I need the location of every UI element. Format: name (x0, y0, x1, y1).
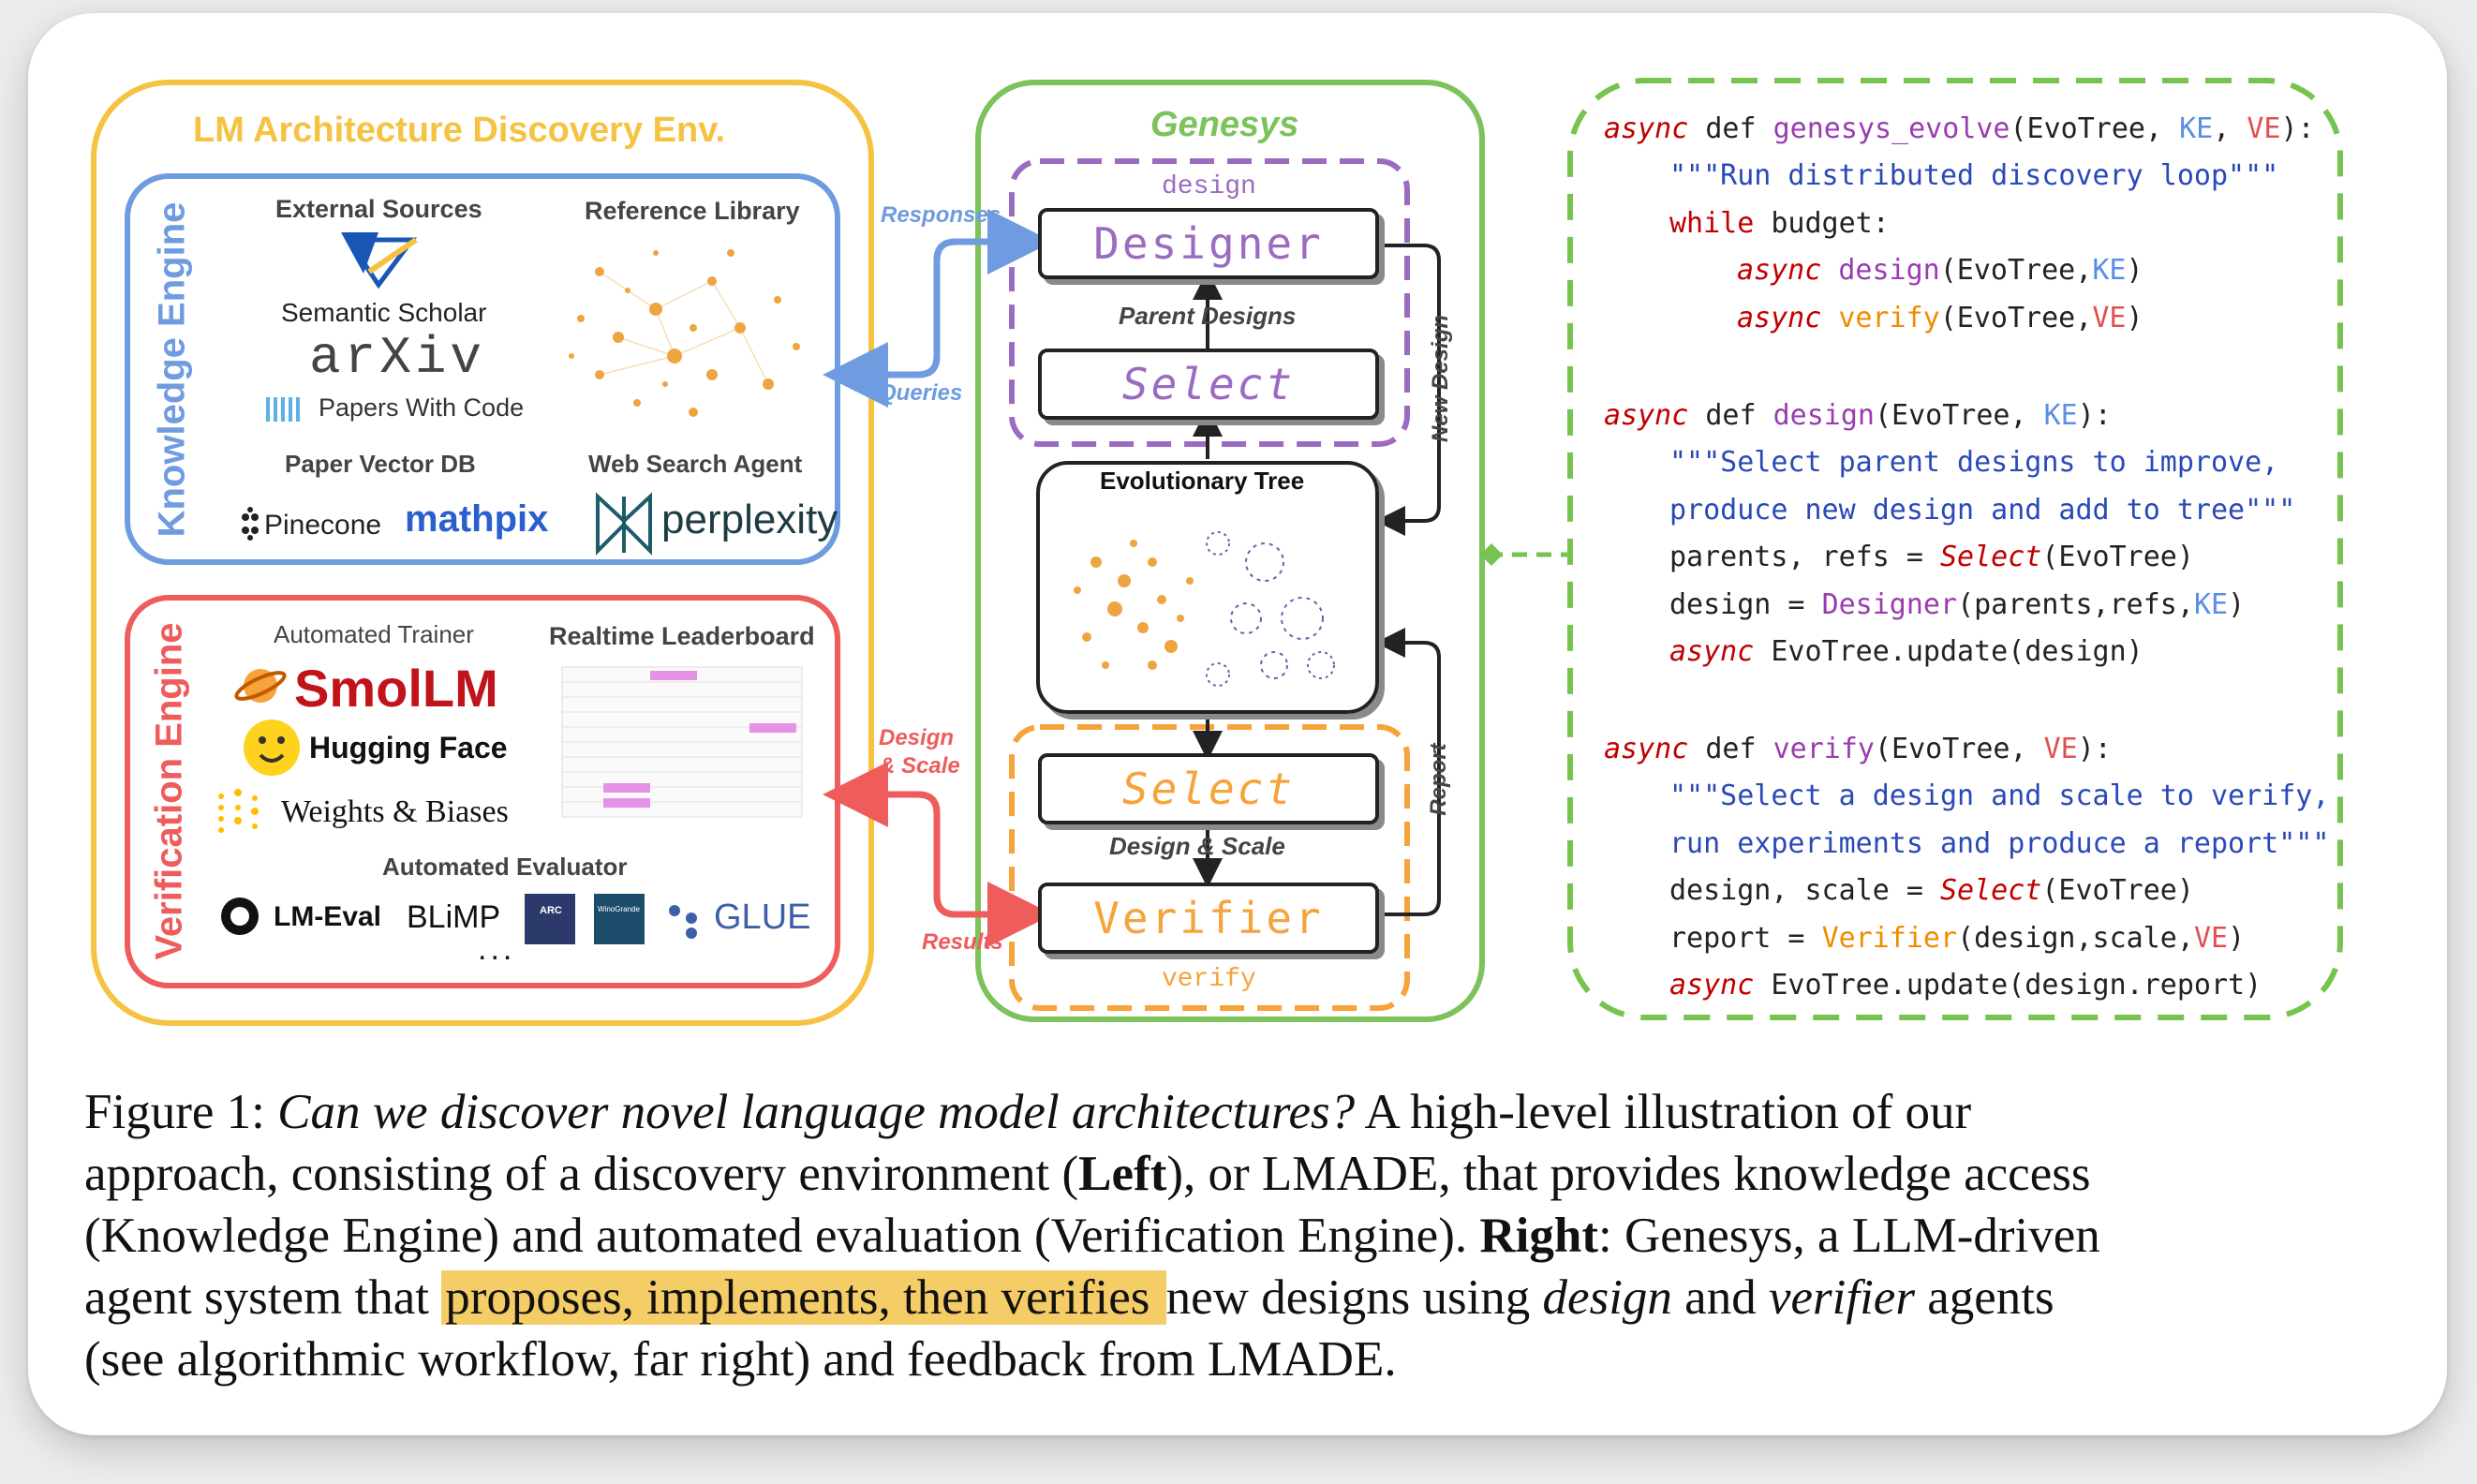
glue-icon (669, 905, 697, 939)
responses-arrow (917, 209, 1053, 378)
lm-eval-logo: LM-Eval (274, 901, 382, 932)
automated-evaluator-label: Automated Evaluator (382, 853, 628, 881)
verifier-box[interactable]: Verifier (1038, 883, 1379, 954)
verification-engine-title: Verification Engine (148, 622, 190, 960)
smollm-icon (234, 669, 287, 703)
blimp-logo: BLiMP (407, 899, 501, 935)
designer-box[interactable]: Designer (1038, 208, 1379, 279)
report-label: Report (1426, 743, 1451, 816)
web-search-agent-label: Web Search Agent (588, 450, 803, 478)
caption-highlight: proposes, implements, then verifies (441, 1270, 1166, 1325)
code-line-14: run experiments and produce a report""" (1669, 827, 2330, 860)
code-line-15: design, scale = Select(EvoTree) (1669, 874, 2194, 907)
design-scale-internal-label: Design & Scale (1109, 832, 1285, 860)
pinecone-logo: Pinecone (264, 510, 382, 541)
more-ellipsis: ... (478, 931, 516, 967)
weights-biases-icon (218, 789, 259, 833)
papers-with-code-icon (266, 397, 300, 422)
code-line-11: async EvoTree.update(design) (1669, 635, 2143, 668)
select-top-box[interactable]: Select (1038, 349, 1379, 420)
winogrande-badge (594, 894, 645, 944)
designer-label: Designer (1093, 218, 1324, 269)
responses-label: Responses (881, 202, 1001, 228)
queries-label: Queries (879, 380, 963, 406)
new-design-label: New Design (1428, 314, 1453, 443)
caption-line-3: (Knowledge Engine) and automated evaluat… (84, 1209, 2100, 1263)
realtime-leaderboard-label: Realtime Leaderboard (549, 622, 815, 650)
code-line-9: parents, refs = Select(EvoTree) (1669, 541, 2194, 573)
results-arrow (917, 791, 1053, 947)
external-sources-label: External Sources (275, 195, 482, 223)
evolutionary-tree-label: Evolutionary Tree (1100, 467, 1305, 495)
semantic-scholar-label: Semantic Scholar (281, 298, 487, 327)
verify-frame-label: verify (1162, 965, 1256, 994)
mathpix-logo: mathpix (405, 498, 549, 540)
select-top-label: Select (1121, 359, 1296, 409)
select-bottom-label: Select (1121, 764, 1296, 814)
code-line-8: produce new design and add to tree""" (1669, 494, 2296, 527)
code-line-5: async verify(EvoTree,VE) (1737, 302, 2143, 334)
code-line-10: design = Designer(parents,refs,KE) (1669, 588, 2246, 621)
code-line-13: """Select a design and scale to verify, (1669, 779, 2330, 812)
verifier-label: Verifier (1093, 893, 1324, 943)
caption-line-1: Figure 1: Can we discover novel language… (84, 1085, 1972, 1139)
code-dashed-frame (1567, 78, 2343, 1020)
arc-badge (525, 894, 575, 944)
reference-library-label: Reference Library (585, 197, 800, 225)
code-line-3: while budget: (1669, 207, 1890, 240)
caption-line-5: (see algorithmic workflow, far right) an… (84, 1332, 1397, 1387)
queries-arrow (823, 238, 1034, 408)
hugging-face-icon (244, 720, 300, 776)
semantic-scholar-icon (341, 232, 418, 289)
code-line-7: """Select parent designs to improve, (1669, 446, 2279, 479)
design-dashed-frame (1009, 158, 1410, 447)
smollm-logo: SmolLM (294, 659, 498, 718)
select-bottom-box[interactable]: Select (1038, 753, 1379, 824)
evolutionary-tree-box[interactable] (1036, 461, 1379, 714)
hugging-face-logo: Hugging Face (309, 731, 508, 764)
knowledge-engine-title: Knowledge Engine (151, 201, 193, 538)
code-line-6: async def design(EvoTree, KE): (1604, 399, 2112, 432)
automated-trainer-label: Automated Trainer (274, 620, 474, 648)
code-connector-diamond (1480, 543, 1503, 566)
caption-line-4: agent system that proposes, implements, … (84, 1270, 2054, 1325)
code-line-17: async EvoTree.update(design.report) (1669, 969, 2262, 1002)
genesys-frame (975, 80, 1485, 1022)
perplexity-logo: perplexity (661, 497, 838, 542)
perplexity-icon (596, 492, 652, 556)
caption-line-2: approach, consisting of a discovery envi… (84, 1147, 2091, 1201)
paper-vector-db-label: Paper Vector DB (285, 450, 476, 478)
results-label: Results (922, 929, 1003, 955)
design-scale-arrow (823, 762, 1034, 918)
winogrande-logo-text: WinoGrande (598, 905, 640, 913)
code-line-12: async def verify(EvoTree, VE): (1604, 733, 2112, 765)
lm-eval-icon (221, 898, 259, 935)
evolutionary-tree-graph (1074, 531, 1335, 687)
glue-logo: GLUE (714, 898, 811, 937)
genesys-title: Genesys (1150, 105, 1299, 144)
code-line-1: async def genesys_evolve(EvoTree, KE, VE… (1604, 112, 2315, 145)
papers-with-code-label: Papers With Code (319, 393, 525, 422)
report-arrow (1375, 628, 1441, 916)
weights-biases-logo: Weights & Biases (281, 794, 509, 829)
design-scale-label-1: Design (879, 725, 955, 750)
design-frame-label: design (1162, 172, 1256, 201)
parent-designs-label: Parent Designs (1119, 302, 1297, 330)
figure-caption: Figure 1: Can we discover novel language… (84, 1081, 2351, 1390)
env-title: LM Architecture Discovery Env. (193, 111, 726, 150)
code-line-2: """Run distributed discovery loop""" (1669, 159, 2279, 192)
leaderboard-table (561, 666, 803, 818)
pinecone-icon (242, 507, 259, 541)
new-design-arrow (1375, 244, 1441, 536)
arc-logo-text: ARC (540, 905, 562, 916)
arxiv-logo: arXiv (309, 328, 486, 388)
design-scale-label-2: & Scale (879, 753, 960, 779)
code-line-16: report = Verifier(design,scale,VE) (1669, 922, 2246, 955)
code-line-4: async design(EvoTree,KE) (1737, 254, 2143, 287)
env-frame (91, 80, 874, 1026)
reference-library-graph (569, 249, 800, 417)
